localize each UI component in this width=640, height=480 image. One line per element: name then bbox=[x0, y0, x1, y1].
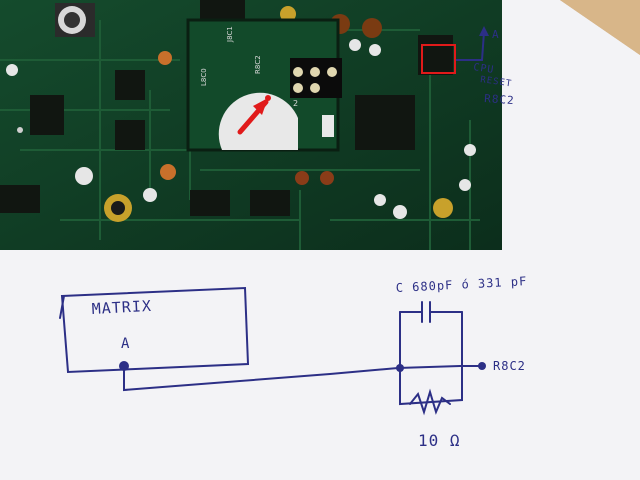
schematic-matrix-label: MATRIX bbox=[91, 297, 152, 318]
photo-annotations: A CPU RESET R8C2 bbox=[456, 26, 515, 107]
matrix-box bbox=[60, 286, 250, 374]
schematic-resistor-label: 10 Ω bbox=[418, 431, 461, 450]
schematic-output-label: R8C2 bbox=[493, 359, 526, 373]
schematic-node-label: A bbox=[121, 336, 130, 352]
node-a-dot bbox=[119, 361, 129, 371]
board-label-2: L8C0 bbox=[200, 68, 208, 86]
pcb-photo: J8C1 R8C2 L8C0 2 bbox=[0, 0, 502, 250]
output-terminal-dot bbox=[478, 362, 486, 370]
junction-dot bbox=[396, 364, 404, 372]
cpu-reset-highlight-box bbox=[421, 44, 456, 74]
annotation-arrow-label: A bbox=[492, 28, 500, 41]
annotation-component-ref: R8C2 bbox=[484, 92, 515, 107]
resistor-zigzag bbox=[409, 388, 451, 416]
schematic-drawing bbox=[59, 286, 483, 416]
pcb-zoom-inset: J8C1 R8C2 L8C0 2 bbox=[186, 18, 342, 152]
pcb-components bbox=[6, 6, 476, 222]
parallel-rc-frame bbox=[399, 311, 463, 406]
board-label-0: J8C1 bbox=[226, 26, 234, 43]
schematic-capacitor-label: C 680pF ó 331 pF bbox=[395, 274, 527, 295]
desk-corner bbox=[560, 0, 640, 55]
wire-node-to-output bbox=[397, 365, 483, 369]
board-label-1: R8C2 bbox=[254, 55, 262, 74]
annotation-cpu: CPU bbox=[473, 62, 495, 76]
annotation-reset: RESET bbox=[480, 75, 513, 89]
board-label-3: 2 bbox=[293, 99, 298, 108]
capacitor-plates bbox=[421, 301, 431, 323]
wire-a-to-node bbox=[123, 367, 399, 392]
